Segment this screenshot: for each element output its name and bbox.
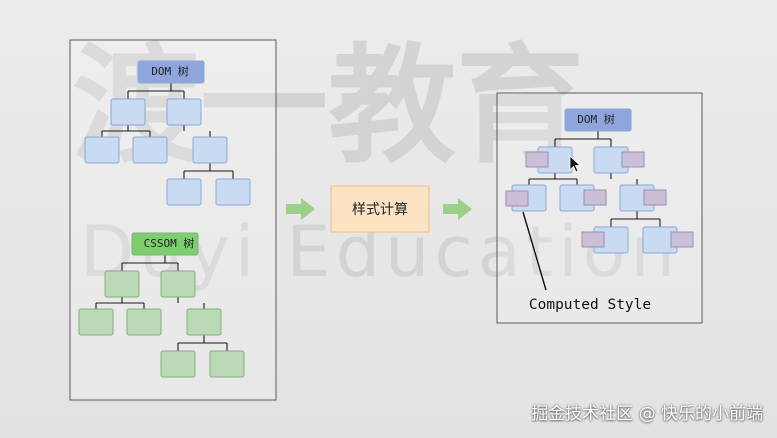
dom-tree-node: [110, 98, 146, 126]
computed-dom-tree-root-node: [564, 108, 632, 132]
cssom-tree-node: [160, 270, 196, 298]
tree-nodes: [78, 60, 694, 378]
dom-tree-node: [84, 136, 120, 164]
tree-connector: [610, 173, 638, 185]
tree-connector: [177, 297, 205, 309]
computed-style-chip: [670, 231, 694, 248]
computed-style-chip: [643, 189, 667, 206]
tree-connector: [554, 131, 612, 147]
left-dom-tree-label: DOM 树: [151, 64, 189, 78]
cssom-tree-node: [160, 350, 196, 378]
tree-connector: [177, 335, 228, 351]
style-computation-label: 样式计算: [352, 202, 408, 218]
dom-tree-node: [166, 98, 202, 126]
dom-tree-node: [192, 136, 228, 164]
dom-tree-node: [166, 178, 202, 206]
mouse-cursor-icon: [569, 155, 582, 173]
tree-connector: [183, 163, 234, 179]
computed-style-chip: [525, 151, 549, 168]
left-panel: [69, 39, 277, 401]
arrow-right-icon: [286, 198, 315, 220]
tree-connector: [183, 125, 211, 137]
computed-style-chip: [581, 231, 605, 248]
cssom-tree-node: [186, 308, 222, 336]
tree-connector: [121, 255, 179, 271]
computed-style-annotation: Computed Style: [529, 297, 651, 313]
cssom-tree-root-node: [131, 232, 199, 256]
cssom-tree-node: [126, 308, 162, 336]
cssom-tree-node: [78, 308, 114, 336]
cssom-tree-node: [209, 350, 245, 378]
dom-tree-node: [215, 178, 251, 206]
right-dom-tree-label: DOM 树: [577, 112, 615, 126]
style-computation-box: [330, 185, 430, 233]
tree-edges: [95, 83, 661, 351]
dom-tree-root-node: [137, 60, 205, 84]
credit-watermark: 掘金技术社区 @ 快乐的小前端: [531, 404, 763, 424]
computed-style-chip: [621, 151, 645, 168]
arrow-right-icon: [443, 198, 472, 220]
tree-connector: [95, 297, 145, 309]
tree-connector: [127, 83, 185, 99]
tree-connector: [610, 211, 661, 227]
tree-connector: [101, 125, 151, 137]
annotation-pointer-line: [522, 211, 547, 291]
cssom-tree-node: [104, 270, 140, 298]
tree-connector: [528, 173, 578, 185]
cssom-tree-label: CSSOM 树: [144, 236, 195, 250]
computed-style-chip: [505, 190, 529, 207]
computed-style-chip: [583, 189, 607, 206]
dom-tree-node: [132, 136, 168, 164]
